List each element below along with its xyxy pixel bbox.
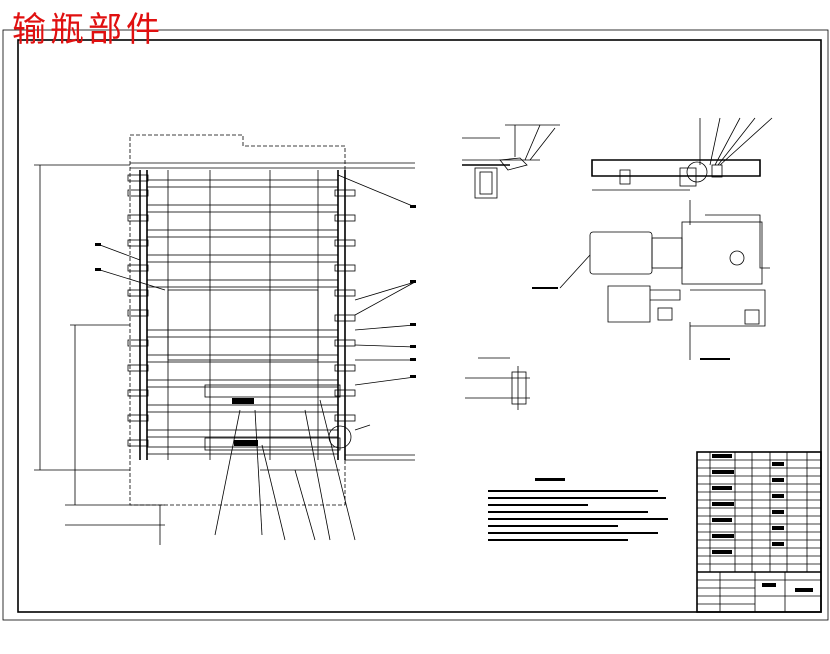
sheet-inner-frame [17, 39, 822, 613]
rollers [146, 179, 339, 455]
sheet-outer-border [2, 29, 829, 621]
drive-section-view [532, 117, 773, 360]
parts-list-table [696, 451, 822, 613]
technical-notes-block [488, 478, 668, 541]
drawing-title: 输瓶部件 [12, 10, 164, 50]
detail-view-2 [465, 357, 530, 410]
right-sprockets [328, 189, 356, 449]
detail-view-1 [462, 124, 560, 199]
title-block [697, 572, 821, 612]
left-sprockets [127, 174, 149, 447]
conveyor-plan-view [34, 134, 416, 545]
